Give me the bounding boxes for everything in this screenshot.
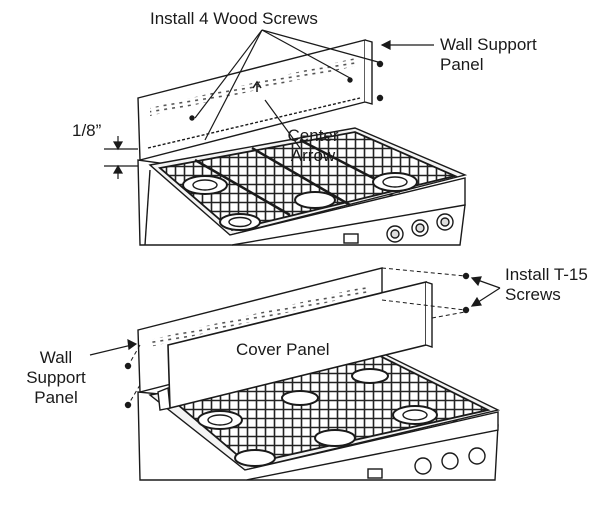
bottom-range [124, 267, 501, 481]
label-cover-panel: Cover Panel [236, 340, 330, 359]
bottom-knob [414, 457, 432, 475]
label-gap-dimension: 1/8” [72, 121, 102, 140]
bottom-screw [462, 306, 470, 314]
top-panel-vent-holes [150, 58, 355, 116]
top-screw [376, 60, 384, 68]
bottom-knob [441, 452, 459, 470]
top-display [343, 233, 359, 244]
bottom-burner [234, 449, 276, 467]
bottom-screw [124, 401, 132, 409]
bottom-knob [468, 447, 486, 465]
top-leaders [104, 29, 434, 179]
label-wall-support-line2: Panel [440, 55, 484, 74]
bottom-burner [314, 429, 356, 447]
bottom-screw [124, 362, 132, 370]
label-wall-support-line1: Wall Support [440, 35, 537, 54]
label-install-screws-line1: Install T-15 [505, 265, 588, 284]
label-wall-support-panel-top: Wall Support Panel [440, 35, 537, 75]
top-range [137, 39, 468, 246]
label-center-line2: Arrow [290, 146, 336, 165]
top-screw [347, 77, 353, 83]
label-center-arrow: Center Arrow [280, 126, 346, 166]
bottom-screw [462, 272, 470, 280]
label-install-t15-screws: Install T-15 Screws [505, 265, 588, 305]
label-wall-line1: Wall [39, 348, 73, 367]
top-screw [189, 115, 195, 121]
top-center-arrow [252, 80, 262, 92]
bottom-display [367, 468, 383, 479]
bottom-leaders [89, 276, 501, 356]
bottom-burner [351, 368, 389, 384]
top-screw [376, 94, 384, 102]
bottom-burner [281, 390, 319, 406]
label-wall-line3: Panel [34, 388, 78, 407]
label-wall-line2: Support [26, 368, 86, 387]
label-install-screws-line2: Screws [505, 285, 561, 304]
bottom-panel-vent-holes [150, 285, 370, 347]
label-center-line1: Center [287, 126, 339, 145]
label-install-wood-screws: Install 4 Wood Screws [150, 9, 318, 28]
top-burner [294, 191, 336, 209]
label-wall-support-panel-bottom: Wall Support Panel [12, 348, 100, 408]
